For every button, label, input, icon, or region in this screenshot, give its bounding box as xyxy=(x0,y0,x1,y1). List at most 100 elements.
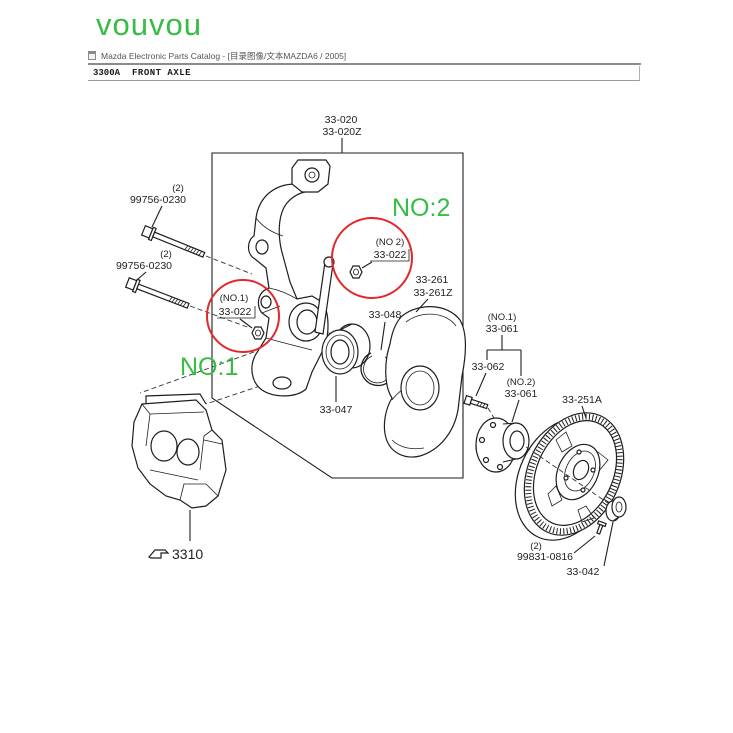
part-label-brake-disc[interactable]: 33-251A xyxy=(562,394,602,406)
steering-knuckle xyxy=(247,159,335,397)
knuckle-bolt-hole-lower xyxy=(260,295,272,309)
highlight-circle-no1 xyxy=(206,279,280,353)
caliper-assembly-line xyxy=(139,351,255,394)
disc-hat-inner xyxy=(564,450,596,492)
caliper-reference-link[interactable]: 3310 xyxy=(172,546,203,562)
disc-center-bore xyxy=(572,459,590,481)
part-variant-nut-no1: (NO.1) xyxy=(220,293,249,304)
nut-33-022-no2 xyxy=(349,265,363,279)
nut-no2-label-box xyxy=(370,249,410,262)
catalog-app-icon xyxy=(88,51,96,60)
window-title: Mazda Electronic Parts Catalog - [目录图像/文… xyxy=(101,50,347,61)
disc-stud-hole xyxy=(563,475,569,481)
hub-bolt-leader-line xyxy=(475,372,487,397)
annotation-no2: NO:2 xyxy=(392,194,450,222)
upper-bolt-assembly-line xyxy=(205,255,253,275)
bolt-thread xyxy=(184,245,203,256)
knuckle-strut-arm xyxy=(314,261,334,335)
nut-no2-leader-line xyxy=(361,261,373,269)
section-code: 3300A xyxy=(93,68,121,78)
ball-joint-hole-inner xyxy=(308,171,316,179)
part-variant-hub-no2: (NO.2) xyxy=(507,377,536,388)
hub-nut-33-042 xyxy=(605,496,627,522)
part-label-snap-ring[interactable]: 33-048 xyxy=(369,309,402,321)
disc-stud-hole xyxy=(576,449,582,455)
part-label-dust-shield[interactable]: 33-261 xyxy=(416,274,449,286)
hub-bolt-assembly-line xyxy=(487,407,495,419)
caliper-assembly-line-lower xyxy=(205,385,261,405)
nut-no1-label-box xyxy=(217,306,256,319)
part-label-knuckle-alt[interactable]: 33-020Z xyxy=(322,126,362,138)
watermark-text: vouvou xyxy=(96,7,202,42)
window-title-bar: Mazda Electronic Parts Catalog - [目录图像/文… xyxy=(88,49,346,62)
hub-bore xyxy=(509,430,525,452)
nut-33-022-no1 xyxy=(251,326,265,340)
part-label-lower-bolt[interactable]: 99756-0230 xyxy=(116,260,172,272)
annotation-no1: NO:1 xyxy=(180,353,238,381)
wheel-axis-assembly-line xyxy=(525,446,609,504)
disc-stud-hole xyxy=(590,467,596,473)
caliper-body-edges xyxy=(141,403,223,501)
part-qty-upper-bolt: (2) xyxy=(172,183,184,194)
part-label-knuckle[interactable]: 33-020 xyxy=(325,114,358,126)
hub-nut-face xyxy=(611,496,627,518)
part-label-hub-nut[interactable]: 33-042 xyxy=(567,566,600,578)
hub-stud-hole xyxy=(478,436,486,444)
part-label-hub-no2[interactable]: 33-061 xyxy=(505,388,538,400)
upper-bolt-leader-line xyxy=(151,205,163,228)
part-variant-hub-no1: (NO.1) xyxy=(488,312,517,323)
knuckle-rib-lines xyxy=(255,217,313,351)
hub-nut-bore xyxy=(615,501,623,513)
bearing-bore xyxy=(330,339,350,365)
reference-pointer-icon[interactable] xyxy=(148,549,170,559)
disc-screw-99831-0816 xyxy=(596,520,607,535)
bolt-99756-0230-lower xyxy=(124,277,190,309)
section-header: 3300A FRONT AXLE xyxy=(88,66,640,81)
hub-bolt-33-062 xyxy=(463,394,489,410)
knuckle-body xyxy=(247,183,329,397)
nut-bore xyxy=(255,329,261,337)
hub-bolt-thread xyxy=(476,401,486,408)
brake-caliper xyxy=(131,393,227,509)
highlight-circle-no2 xyxy=(331,217,413,299)
disc-stud-hole xyxy=(580,487,586,493)
bearing-race xyxy=(325,334,355,370)
part-label-hub-bolt[interactable]: 33-062 xyxy=(472,361,505,373)
dust-shield-hole-inner xyxy=(405,370,435,406)
part-label-hub-no1[interactable]: 33-061 xyxy=(486,323,519,335)
part-label-upper-bolt[interactable]: 99756-0230 xyxy=(130,194,186,206)
part-qty-disc-screw: (2) xyxy=(530,541,542,552)
part-label-nut-no1[interactable]: 33-022 xyxy=(219,306,252,318)
bearing-edge-top xyxy=(339,323,353,331)
lower-bolt-assembly-line xyxy=(189,305,251,329)
hub-barrel-edge-bottom xyxy=(502,458,517,463)
dust-shield-33-261 xyxy=(383,306,467,458)
hub-nut-edge-bottom xyxy=(612,516,620,522)
hub-label-bracket xyxy=(486,335,522,376)
nut-hex xyxy=(349,265,363,279)
part-label-nut-no2[interactable]: 33-022 xyxy=(374,249,407,261)
wheel-hub-33-061 xyxy=(475,417,530,473)
section-name: FRONT AXLE xyxy=(132,68,192,78)
nut-no1-leader-line xyxy=(239,318,253,329)
disc-vent-hatching xyxy=(525,413,623,535)
lower-bolt-leader-line xyxy=(137,271,147,280)
part-variant-nut-no2: (NO 2) xyxy=(376,237,405,248)
snap-ring-leader-line xyxy=(380,321,386,351)
hub-no2-leader-line xyxy=(511,399,520,423)
bolt-99756-0230-upper xyxy=(140,224,206,258)
part-label-disc-screw[interactable]: 99831-0816 xyxy=(517,551,573,563)
ball-joint-hole xyxy=(304,167,320,183)
hub-stud-hole xyxy=(489,421,497,429)
disc-leader-line xyxy=(581,405,587,419)
disc-screw-leader-line xyxy=(573,535,596,554)
caliper-piston-bore xyxy=(150,430,178,462)
nut-hex xyxy=(251,326,265,340)
part-qty-lower-bolt: (2) xyxy=(160,249,172,260)
part-label-bearing[interactable]: 33-047 xyxy=(320,404,353,416)
hub-stud-hole xyxy=(496,463,504,471)
part-label-dust-shield-alt[interactable]: 33-261Z xyxy=(413,287,453,299)
dust-shield-leader-line xyxy=(415,298,429,313)
dust-shield-hole xyxy=(400,365,440,411)
